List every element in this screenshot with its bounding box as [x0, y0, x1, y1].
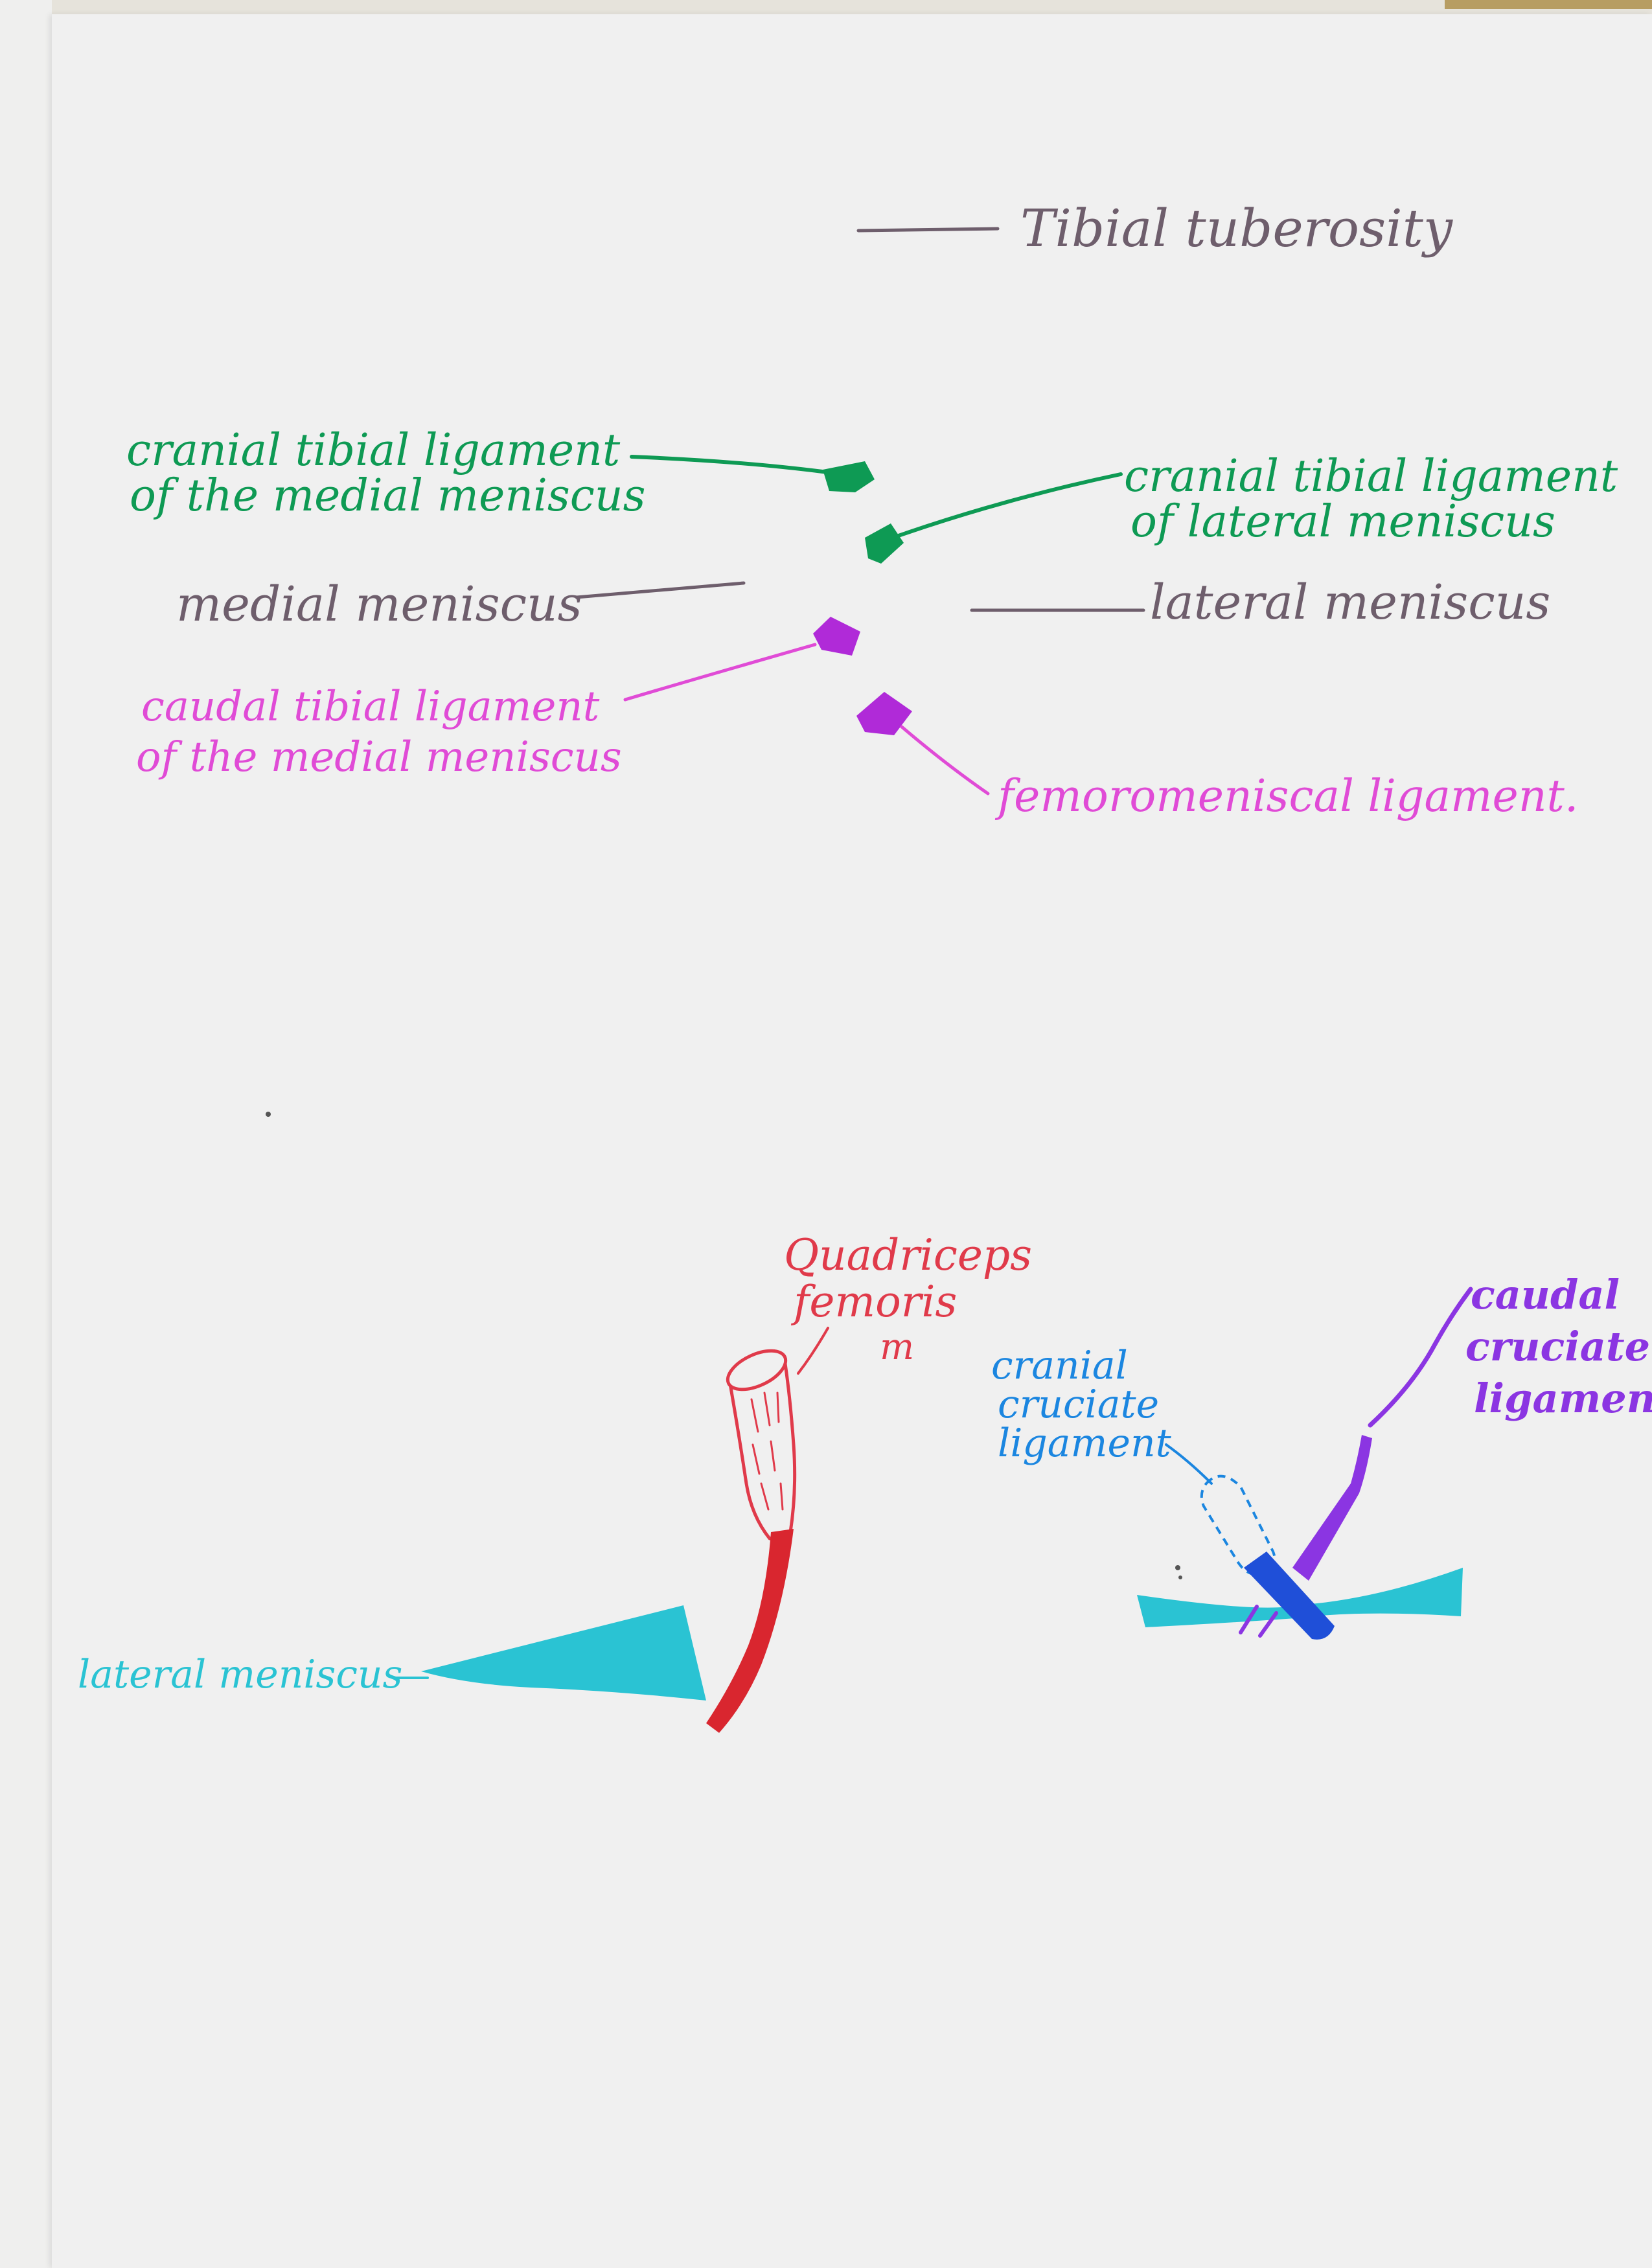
lower-right-figure: caudal cruciate ligament cranial cruciat…: [991, 1271, 1652, 1640]
cranial-tibial-ligament-lateral-label-line1: cranial tibial ligament: [1124, 451, 1618, 502]
medial-meniscus-label: medial meniscus: [176, 577, 582, 632]
lower-left-figure: Quadriceps femoris m lateral meniscus: [78, 1230, 1032, 1733]
caudal-tibial-ligament-medial-label-line2: of the medial meniscus: [136, 733, 622, 781]
quadriceps-muscle-fibres: [750, 1392, 784, 1511]
caudal-cruciate-label-line1: caudal: [1471, 1271, 1620, 1318]
caudal-cruciate-label-line3: ligament: [1474, 1375, 1652, 1422]
caudal-tibial-ligament-medial-label-line1: caudal tibial ligament: [141, 683, 600, 731]
cranial-cruciate-label-line2: cruciate: [998, 1382, 1159, 1427]
upper-figure: Tibial tuberosity cranial tibial ligamen…: [126, 198, 1618, 822]
caudal-cruciate-ligament-strands: [1239, 1605, 1278, 1638]
quadriceps-label-line1: Quadriceps: [784, 1230, 1032, 1280]
quadriceps-label-line3: m: [880, 1326, 914, 1368]
cranial-tibial-ligament-medial-leader: [630, 455, 834, 475]
cranial-tibial-ligament-lateral-leader: [891, 472, 1123, 540]
lateral-meniscus-lower-label: lateral meniscus: [78, 1652, 402, 1697]
cranial-tibial-ligament-medial-label-line2: of the medial meniscus: [130, 470, 646, 521]
caudal-tibial-ligament-medial-annotation: caudal tibial ligament of the medial men…: [136, 617, 860, 781]
caudal-cruciate-leader: [1368, 1287, 1473, 1428]
quadriceps-leader: [797, 1327, 829, 1375]
patellar-ligament: [706, 1529, 794, 1733]
caudal-tibial-ligament-medial-leader: [623, 643, 817, 702]
caudal-cruciate-ligament: [1292, 1435, 1372, 1581]
quadriceps-muscle-top: [726, 1349, 788, 1392]
cranial-tibial-ligament-lateral-mark: [865, 523, 904, 564]
medial-meniscus-annotation: medial meniscus: [176, 577, 746, 632]
cranial-cruciate-label-line1: cranial: [991, 1343, 1128, 1388]
lateral-meniscus-label: lateral meniscus: [1150, 575, 1550, 630]
lateral-meniscus-annotation: lateral meniscus: [970, 575, 1550, 630]
cranial-cruciate-ligament-attachment: [1244, 1552, 1335, 1640]
scanner-top-edge: [52, 0, 1652, 14]
quadriceps-label-line2: femoris: [790, 1277, 957, 1327]
caudal-cruciate-label-line2: cruciate: [1465, 1323, 1650, 1370]
cranial-cruciate-leader: [1165, 1443, 1213, 1485]
cranial-tibial-ligament-medial-label-line1: cranial tibial ligament: [126, 425, 621, 476]
cranial-tibial-ligament-lateral-annotation: cranial tibial ligament of lateral menis…: [865, 451, 1618, 564]
femoromeniscal-ligament-mark: [856, 692, 912, 735]
caudal-tibial-ligament-medial-mark: [813, 617, 860, 656]
tibial-tuberosity-label: Tibial tuberosity: [1020, 198, 1454, 258]
medial-meniscus-leader: [575, 581, 746, 599]
tibial-tuberosity-leader: [856, 227, 1000, 233]
tibial-tuberosity-annotation: Tibial tuberosity: [856, 198, 1454, 258]
paper-corner-strip: [1445, 0, 1652, 9]
cranial-tibial-ligament-medial-annotation: cranial tibial ligament of the medial me…: [126, 425, 875, 521]
tibial-plateau-menisci: [1137, 1568, 1463, 1627]
cranial-tibial-ligament-medial-mark: [823, 461, 875, 492]
scan-specks: [266, 1112, 1182, 1579]
cranial-tibial-ligament-lateral-label-line2: of lateral meniscus: [1130, 496, 1555, 547]
femoromeniscal-ligament-label: femoromeniscal ligament.: [994, 771, 1578, 822]
lateral-meniscus-shape: [421, 1605, 706, 1701]
cranial-cruciate-label-line3: ligament: [998, 1421, 1172, 1466]
femoromeniscal-ligament-leader: [900, 725, 990, 796]
paper-sheet: [52, 14, 1652, 2268]
femoromeniscal-ligament-annotation: femoromeniscal ligament.: [856, 692, 1578, 822]
